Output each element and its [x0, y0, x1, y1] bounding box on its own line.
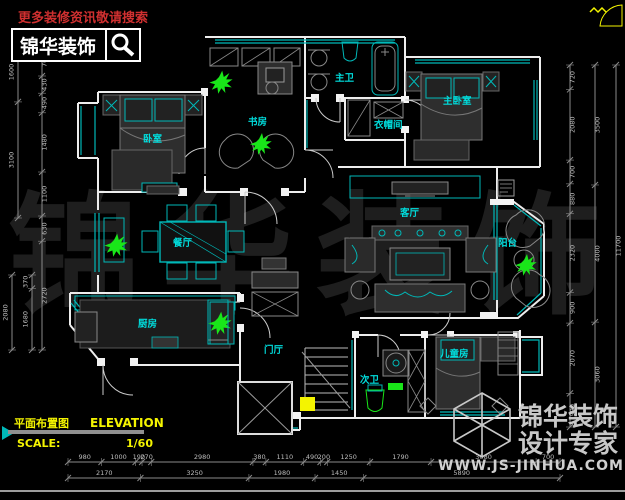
dim-value: 270 [140, 453, 152, 461]
label-master-bedroom: 主卧室 [443, 95, 472, 107]
dining-furniture [103, 185, 245, 280]
top-branding: 更多装修资讯敬请搜索 锦华装饰 [11, 10, 148, 62]
title-en: ELEVATION [90, 416, 164, 430]
top-slogan: 更多装修资讯敬请搜索 [18, 10, 148, 26]
logo-text: 锦华装饰 [20, 35, 96, 58]
room-labels: 卧室 书房 主卫 衣帽间 主卧室 餐厅 客厅 阳台 厨房 门厅 次卫 儿童房 [138, 72, 518, 386]
dim-value: 490 [306, 453, 318, 461]
brand-tagline: 设计专家 [518, 429, 618, 458]
dim-value: 3250 [186, 469, 203, 477]
plant-kitchen-side [208, 311, 232, 335]
north-symbol [589, 4, 623, 27]
dim-value: 3100 [8, 152, 16, 169]
label-study: 书房 [248, 116, 267, 128]
dim-value: 2320 [569, 245, 577, 262]
search-icon [111, 33, 135, 57]
dim-value: 2080 [569, 116, 577, 133]
bedroom-furniture [102, 94, 203, 193]
dim-value: 4000 [594, 245, 602, 262]
dim-value: 2980 [194, 453, 211, 461]
label-foyer: 门厅 [264, 344, 284, 356]
living-furniture [344, 175, 515, 313]
study-furniture [209, 47, 301, 169]
label-closet: 衣帽间 [374, 119, 403, 131]
title-cn: 平面布置图 [14, 416, 69, 430]
kids-room-furniture [419, 331, 519, 415]
dim-value: 2070 [569, 350, 577, 367]
dim-value: 11700 [615, 236, 623, 257]
dim-value: 900 [569, 302, 577, 314]
dim-value: 700 [542, 453, 554, 461]
dim-value: 2170 [96, 469, 113, 477]
dim-value: 1790 [392, 453, 409, 461]
dim-value: 200 [318, 453, 330, 461]
label-balcony: 阳台 [498, 237, 518, 249]
dim-value: 3060 [594, 366, 602, 383]
dim-value: 1100 [41, 186, 49, 203]
closet-furniture [347, 99, 404, 137]
title-block: 平面布置图 ELEVATION SCALE: 1/60 [2, 416, 164, 450]
bottom-branding: 锦华装饰 设计专家 WWW.JS-JINHUA.COM [438, 392, 624, 474]
plant-study-table [250, 133, 272, 155]
label-dining: 餐厅 [172, 237, 193, 249]
plant-balcony [515, 254, 537, 276]
label-master-bath: 主卫 [335, 72, 355, 84]
dim-value: 3500 [594, 117, 602, 134]
scale-label: SCALE: [17, 437, 60, 450]
scale-value: 1/60 [126, 437, 153, 450]
dim-value: 1450 [331, 469, 348, 477]
dim-value: 630 [41, 222, 49, 234]
dim-value: 980 [79, 453, 91, 461]
dim-value: 1110 [277, 453, 294, 461]
dim-value: 1000 [110, 453, 127, 461]
label-kitchen: 厨房 [138, 318, 157, 330]
stairs-marker [300, 397, 315, 411]
dim-value: 190 [133, 453, 145, 461]
brand-name: 锦华装饰 [518, 402, 618, 431]
master-bath-fixtures [308, 41, 399, 96]
title-underline [8, 430, 144, 434]
foyer-furniture [251, 257, 299, 317]
wall-jambs [97, 88, 520, 419]
dim-value: 5890 [453, 469, 470, 477]
dim-value: 990 [569, 404, 577, 416]
walls [69, 36, 545, 431]
plant-study-corner [209, 70, 233, 94]
label-living: 客厅 [399, 207, 420, 219]
dim-value: 2720 [41, 287, 49, 304]
dim-value: 720 [569, 71, 577, 83]
label-bedroom: 卧室 [143, 133, 163, 145]
dim-value: 1680 [22, 311, 30, 328]
plants [104, 70, 537, 335]
dim-value: 380 [253, 453, 265, 461]
dim-value: 430 [41, 78, 49, 90]
plant-dining [104, 233, 128, 257]
dim-value: 880 [569, 193, 577, 205]
dim-value: 1480 [41, 134, 49, 151]
dim-value: 370 [22, 276, 30, 288]
dim-value: 1980 [274, 469, 291, 477]
brand-website: WWW.JS-JINHUA.COM [438, 458, 624, 474]
plant-stand [207, 299, 229, 345]
green-mat [388, 383, 403, 390]
dim-value: 1600 [8, 64, 16, 81]
master-bedroom-furniture [405, 71, 500, 161]
cube-logo [453, 392, 511, 458]
dim-value: 1250 [340, 453, 357, 461]
kitchen-furniture [74, 295, 236, 349]
second-bath-fixtures [365, 349, 426, 413]
label-second-bath: 次卫 [360, 374, 380, 386]
dim-value: 490 [41, 97, 49, 109]
dim-value: 700 [569, 166, 577, 178]
dim-value: 2080 [2, 304, 10, 321]
elevator [237, 381, 293, 435]
label-kids-room: 儿童房 [439, 348, 469, 360]
